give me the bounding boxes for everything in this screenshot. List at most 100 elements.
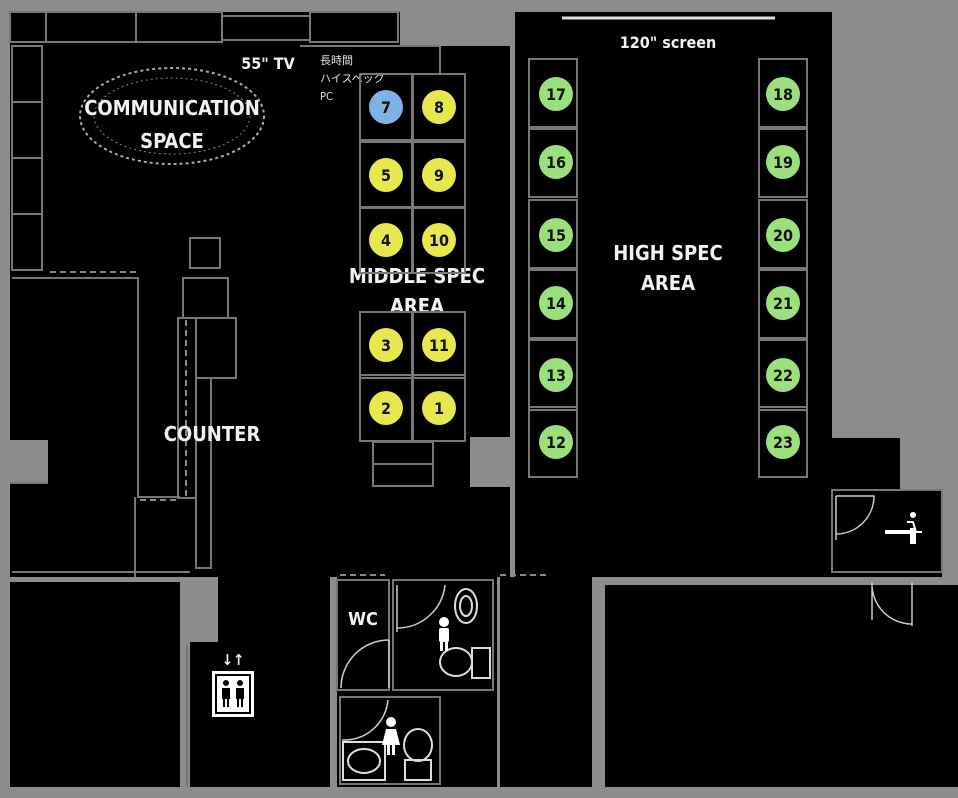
- seat-number: 18: [773, 85, 793, 104]
- seat-17: 17: [528, 58, 578, 130]
- seat-desk: [528, 58, 578, 130]
- tv-label: 55" TV: [241, 54, 295, 73]
- seat-marker: [766, 218, 800, 252]
- door-arcs: [340, 495, 913, 741]
- seat-1: 1: [412, 374, 466, 442]
- middle-spec-seats: 7 8 5 9 4 10 3 11 2 1: [359, 73, 466, 442]
- toilet-icons: [342, 588, 491, 781]
- seat-desk: [412, 73, 466, 141]
- seat-22: 22: [758, 339, 808, 411]
- seat-number: 8: [434, 98, 444, 117]
- seat-10: 10: [412, 206, 466, 274]
- seat-marker: [422, 328, 456, 362]
- seat-number: 2: [381, 399, 391, 418]
- screen-label: 120" screen: [620, 33, 717, 52]
- seat-desk: [758, 126, 808, 198]
- seat-desk: [758, 339, 808, 411]
- seat-number: 15: [546, 226, 566, 245]
- seat-14: 14: [528, 267, 578, 339]
- seat-7: 7: [359, 73, 413, 141]
- seat-15: 15: [528, 199, 578, 271]
- seat-13: 13: [528, 339, 578, 411]
- seat-marker: [766, 77, 800, 111]
- seat-marker: [369, 391, 403, 425]
- seat-marker: [539, 77, 573, 111]
- pc-note-line-3: PC: [320, 90, 333, 103]
- wc-label: WC: [348, 609, 378, 630]
- elevator-icon: [212, 671, 254, 717]
- seat-marker: [539, 145, 573, 179]
- seat-16: 16: [528, 126, 578, 198]
- person-icon-male: [439, 617, 449, 651]
- seat-18: 18: [758, 58, 808, 130]
- dashed-openings: [50, 271, 550, 576]
- seat-desk: [528, 199, 578, 271]
- seat-number: 3: [381, 336, 391, 355]
- seat-number: 12: [546, 433, 566, 452]
- seat-number: 5: [381, 166, 391, 185]
- seat-3: 3: [359, 311, 413, 379]
- seat-desk: [528, 339, 578, 411]
- seat-number: 20: [773, 226, 793, 245]
- seat-marker: [369, 328, 403, 362]
- high-spec-label-1: HIGH SPEC: [613, 241, 722, 265]
- seat-12: 12: [528, 406, 578, 478]
- seat-number: 10: [429, 231, 449, 250]
- communication-label-2: SPACE: [140, 129, 204, 153]
- seat-number: 13: [546, 366, 566, 385]
- seat-marker: [539, 425, 573, 459]
- seat-number: 23: [773, 433, 793, 452]
- seat-19: 19: [758, 126, 808, 198]
- seat-marker: [422, 158, 456, 192]
- seat-23: 23: [758, 406, 808, 478]
- seat-desk: [758, 406, 808, 478]
- seat-marker: [766, 286, 800, 320]
- seat-8: 8: [412, 73, 466, 141]
- high-spec-seats: 17 16 15 14 13 12 18 19 20 21 22 23: [528, 58, 808, 478]
- pc-note-line-2: ハイスペック: [320, 72, 385, 85]
- elevator-arrows-icon: ↓↑: [222, 651, 245, 669]
- counter-label: COUNTER: [164, 422, 261, 446]
- pc-note-line-1: 長時間: [320, 54, 353, 67]
- seat-marker: [369, 90, 403, 124]
- walls: [9, 11, 943, 787]
- wheelchair-icon: [885, 512, 922, 544]
- communication-space: COMMUNICATION SPACE: [79, 67, 265, 165]
- seat-number: 19: [773, 153, 793, 172]
- seat-21: 21: [758, 267, 808, 339]
- middle-spec-label-2: AREA: [390, 294, 444, 318]
- seat-marker: [539, 218, 573, 252]
- seat-number: 17: [546, 85, 566, 104]
- seat-number: 9: [434, 166, 444, 185]
- seat-20: 20: [758, 199, 808, 271]
- seat-desk: [528, 406, 578, 478]
- seat-desk: [758, 58, 808, 130]
- seat-marker: [369, 158, 403, 192]
- seat-number: 16: [546, 153, 566, 172]
- seat-number: 7: [381, 98, 391, 117]
- seat-number: 22: [773, 366, 793, 385]
- seat-number: 21: [773, 294, 793, 313]
- seat-number: 1: [434, 399, 444, 418]
- seat-desk: [412, 206, 466, 274]
- high-spec-label-2: AREA: [641, 271, 695, 295]
- seat-marker: [422, 391, 456, 425]
- seat-marker: [422, 223, 456, 257]
- communication-label-1: COMMUNICATION: [84, 96, 260, 120]
- seat-marker: [369, 223, 403, 257]
- seat-marker: [422, 90, 456, 124]
- seat-desk: [758, 267, 808, 339]
- seat-desk: [758, 199, 808, 271]
- seat-number: 14: [546, 294, 566, 313]
- seat-marker: [539, 358, 573, 392]
- middle-spec-label-1: MIDDLE SPEC: [349, 264, 485, 288]
- seat-marker: [539, 286, 573, 320]
- seat-number: 4: [381, 231, 391, 250]
- seat-number: 11: [429, 336, 449, 355]
- seat-desk: [412, 374, 466, 442]
- seat-marker: [766, 425, 800, 459]
- seat-marker: [766, 145, 800, 179]
- person-icon-female: [382, 717, 400, 755]
